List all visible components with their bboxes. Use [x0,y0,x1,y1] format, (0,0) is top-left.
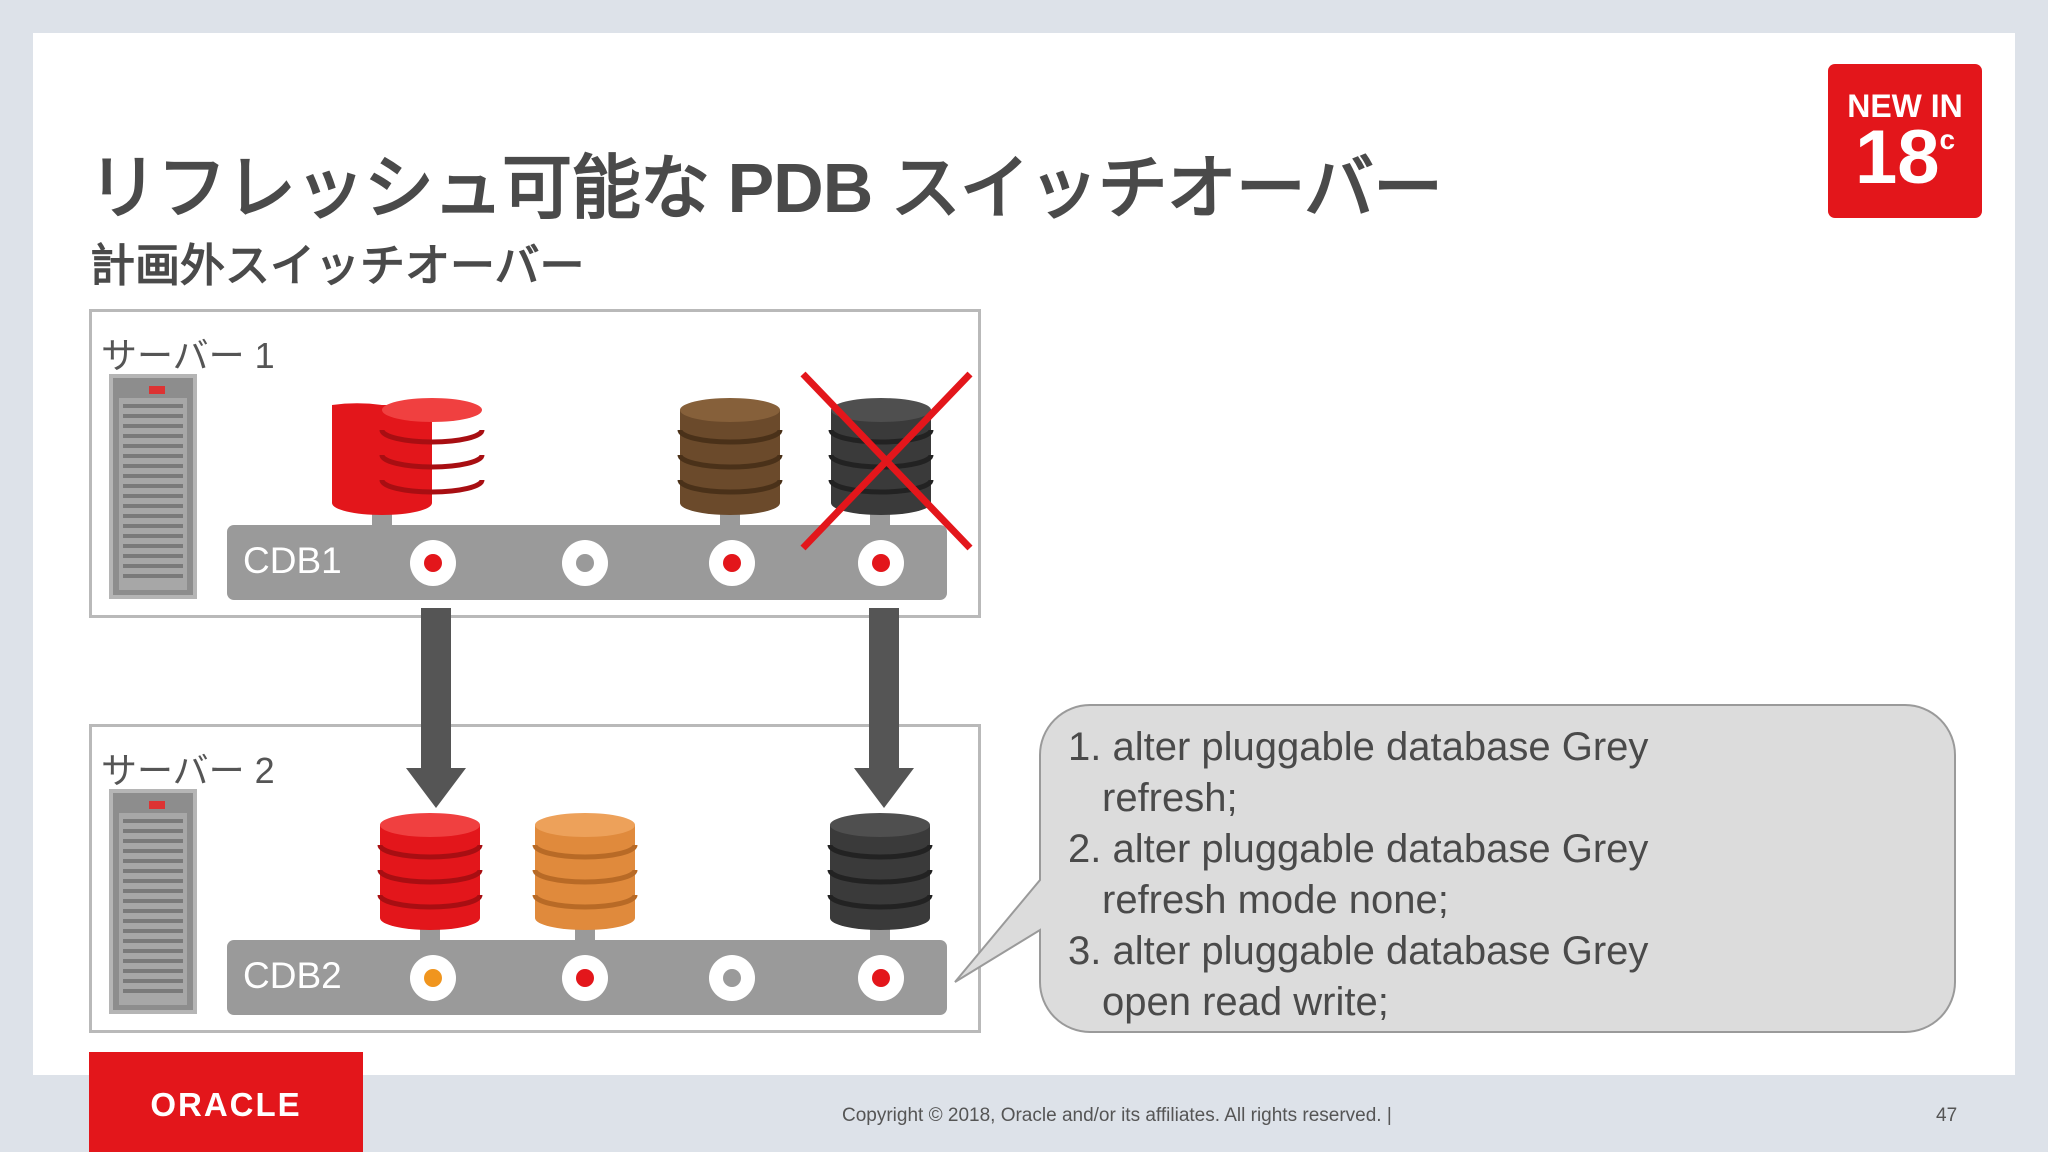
cdb1-label: CDB1 [243,540,342,581]
database-icon-red [377,813,483,945]
slot-indicator [410,540,456,586]
oracle-logo: ORACLE [89,1052,363,1152]
callout-line: 2. alter pluggable database Grey [1068,827,1649,871]
cdb2-label: CDB2 [243,955,342,996]
server1-label: サーバー 1 [101,335,275,376]
database-icon-dark [827,813,933,945]
callout-bubble [954,704,1956,1033]
badge-line1: NEW IN [1847,88,1963,124]
slot-indicator [858,540,904,586]
slide-title: リフレッシュ可能な PDB スイッチオーバー [88,149,1443,227]
badge-version: 18c [1854,115,1956,200]
server-rack-icon [109,789,197,1014]
page-number: 47 [1936,1105,1958,1126]
oracle-logo-text: ORACLE [150,1086,302,1123]
slot-indicator [709,540,755,586]
database-icon-orange [532,813,638,945]
slot-indicator [562,540,608,586]
callout-line: 3. alter pluggable database Grey [1068,929,1649,973]
database-icon-brown [677,398,783,530]
slot-indicator [410,955,456,1001]
arrow-down-icon [406,608,466,808]
slide-subtitle: 計画外スイッチオーバー [90,240,585,291]
new-in-badge: NEW IN 18c [1828,64,1982,218]
callout-text: 1. alter pluggable database Grey refresh… [1068,722,1648,1028]
arrow-down-icon [854,608,914,808]
server-rack-icon [109,374,197,599]
failure-x-icon [800,371,973,551]
copyright-text: Copyright © 2018, Oracle and/or its affi… [842,1105,1392,1126]
slot-indicator [709,955,755,1001]
callout-line: refresh; [1102,776,1238,820]
database-icon-red [332,398,485,530]
slot-indicator [562,955,608,1001]
callout-line: open read write; [1102,980,1389,1024]
callout-line: refresh mode none; [1102,878,1449,922]
server2-label: サーバー 2 [101,750,275,791]
slot-indicator [858,955,904,1001]
callout-line: 1. alter pluggable database Grey [1068,725,1649,769]
